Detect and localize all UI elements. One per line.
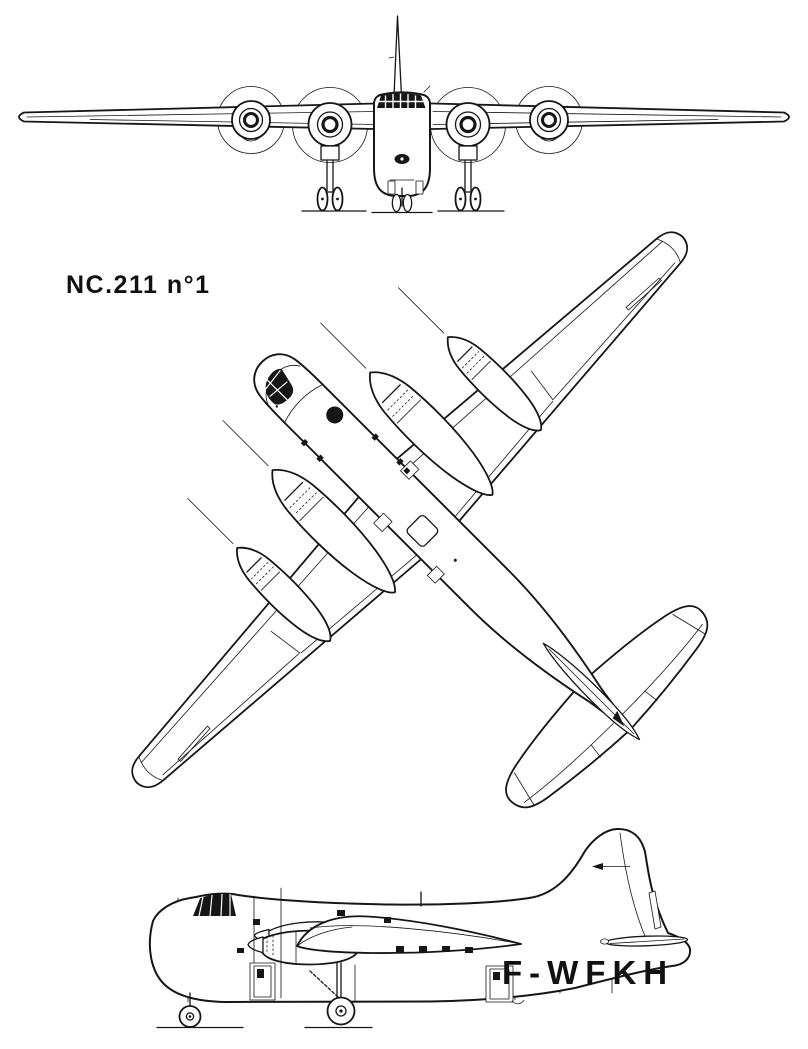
engine-front bbox=[307, 102, 353, 149]
title-label: NC.211 n°1 bbox=[66, 271, 211, 299]
side-tailplane bbox=[600, 935, 689, 947]
tail-bumper bbox=[511, 1000, 525, 1005]
antenna bbox=[423, 85, 431, 93]
front-canopy bbox=[377, 85, 431, 108]
fuselage-window-marks bbox=[237, 910, 473, 953]
side-view: F-WFKH bbox=[148, 827, 692, 1029]
nose-gear-front bbox=[387, 179, 424, 213]
engine-front bbox=[445, 102, 491, 149]
astrodome bbox=[326, 406, 344, 424]
top-fin bbox=[542, 642, 641, 741]
top-view bbox=[131, 231, 709, 809]
ground-line bbox=[301, 210, 505, 214]
main-gear-front bbox=[316, 145, 344, 212]
side-canopy bbox=[193, 893, 236, 917]
fuselage-emblem bbox=[394, 154, 410, 164]
registration-text: F-WFKH bbox=[502, 954, 674, 991]
nacelle-outer bbox=[225, 535, 343, 654]
front-fin-tick bbox=[388, 56, 395, 59]
side-fin-details bbox=[592, 832, 662, 937]
side-wing bbox=[296, 915, 522, 954]
nacelle-inner bbox=[368, 371, 494, 496]
top-fuselage-details bbox=[264, 364, 457, 584]
prop-axis-lines bbox=[187, 287, 445, 545]
rear-cargo-door bbox=[485, 965, 514, 1003]
front-view bbox=[18, 15, 790, 214]
engine-front bbox=[231, 100, 271, 142]
front-fin bbox=[393, 15, 403, 97]
front-cargo-door bbox=[249, 962, 276, 1001]
engine-front bbox=[529, 100, 569, 142]
main-gear-side bbox=[309, 962, 356, 1026]
nacelle-outer bbox=[446, 336, 543, 432]
roof-hatch bbox=[406, 514, 439, 547]
front-fuselage bbox=[373, 91, 431, 197]
main-gear-front bbox=[454, 145, 482, 212]
nacelle-inner bbox=[257, 455, 410, 608]
